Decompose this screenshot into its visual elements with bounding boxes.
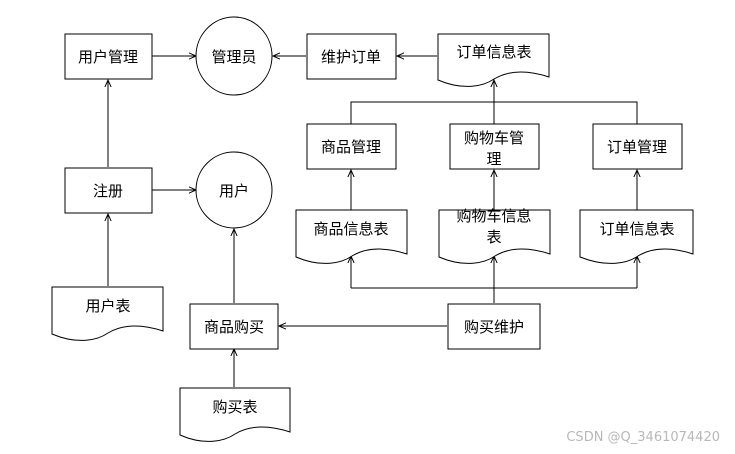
store-user-table-label: 用户表	[85, 297, 130, 315]
process-register: 注册	[64, 167, 153, 214]
store-product-info-table: 商品信息表	[295, 209, 408, 264]
store-cart-info-table-label-1: 购物车信息	[456, 207, 531, 225]
process-product-management: 商品管理	[306, 123, 397, 170]
store-order-info-table-top-label: 订单信息表	[456, 43, 531, 61]
store-order-info-table-label: 订单信息表	[599, 220, 674, 238]
process-order-management-label: 订单管理	[607, 138, 667, 156]
store-order-info-table: 订单信息表	[579, 209, 694, 264]
process-purchase-maintenance: 购买维护	[447, 303, 541, 350]
process-product-management-label: 商品管理	[321, 138, 381, 156]
entity-administrator: 管理员	[195, 16, 273, 96]
process-maintain-order-label: 维护订单	[321, 48, 381, 66]
process-purchase-maintenance-label: 购买维护	[464, 318, 524, 336]
store-purchase-table-label: 购买表	[212, 398, 257, 416]
store-product-info-table-label: 商品信息表	[313, 220, 388, 238]
store-order-info-table-top: 订单信息表	[437, 33, 550, 87]
entity-user-label: 用户	[219, 182, 249, 200]
process-register-label: 注册	[93, 182, 123, 200]
process-maintain-order: 维护订单	[306, 33, 397, 80]
store-cart-info-table: 购物车信息 表	[438, 207, 551, 264]
store-purchase-table: 购买表	[179, 387, 291, 442]
process-product-purchase: 商品购买	[189, 303, 279, 350]
process-cart-management-label-1: 购物车管	[464, 129, 524, 147]
watermark-text: CSDN @Q_3461074420	[566, 430, 720, 445]
process-product-purchase-label: 商品购买	[204, 318, 264, 336]
process-cart-management: 购物车管 理	[449, 123, 540, 170]
process-user-management-label: 用户管理	[78, 48, 138, 66]
process-cart-management-label-2: 理	[486, 150, 501, 168]
entity-user: 用户	[195, 151, 273, 229]
store-cart-info-table-label-2: 表	[486, 228, 501, 246]
process-user-management: 用户管理	[64, 33, 153, 80]
entity-administrator-label: 管理员	[211, 48, 256, 66]
process-order-management: 订单管理	[592, 123, 683, 170]
connectors	[108, 56, 637, 387]
store-user-table: 用户表	[51, 286, 164, 341]
